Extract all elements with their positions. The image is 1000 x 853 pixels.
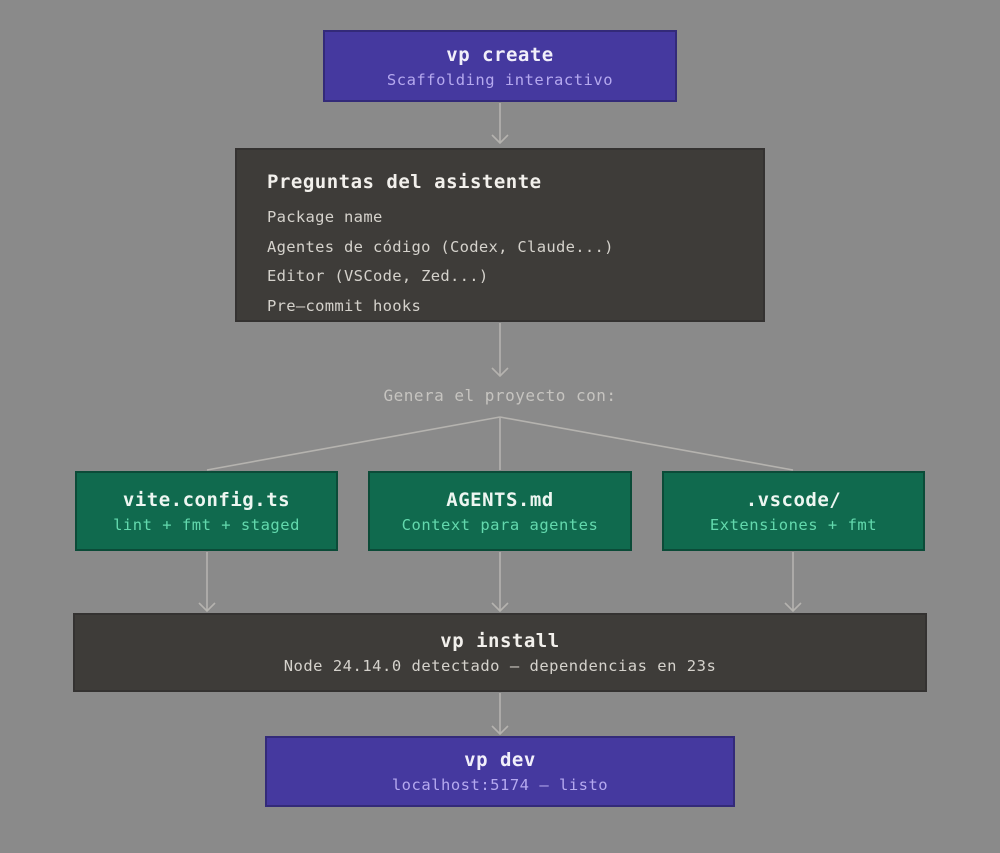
vscode-folder-subtitle: Extensiones + fmt — [709, 515, 878, 534]
arrow-create-to-wizard — [491, 103, 509, 145]
vscode-folder-title: .vscode/ — [745, 488, 842, 511]
vp-install-title: vp install — [440, 630, 560, 652]
vite-config-subtitle: lint + fmt + staged — [113, 515, 300, 534]
agents-md-title: AGENTS.md — [446, 488, 554, 511]
node-vp-dev: vp dev localhost:5174 — listo — [265, 736, 735, 807]
arrow-vscode-to-install — [784, 552, 802, 613]
node-agents-md: AGENTS.md Context para agentes — [368, 471, 632, 551]
generate-project-label: Genera el proyecto con: — [383, 386, 617, 405]
vp-dev-subtitle: localhost:5174 — listo — [391, 776, 609, 794]
agents-md-subtitle: Context para agentes — [401, 515, 599, 534]
arrow-wizard-to-label — [491, 323, 509, 378]
fanout-lines — [206, 416, 794, 471]
node-vscode-folder: .vscode/ Extensiones + fmt — [662, 471, 925, 551]
vp-create-title: vp create — [446, 43, 554, 66]
wizard-title: Preguntas del asistente — [267, 171, 542, 193]
vp-dev-title: vp dev — [464, 749, 536, 771]
wizard-item-code-agents: Agentes de código (Codex, Claude...) — [267, 237, 614, 256]
vp-install-subtitle: Node 24.14.0 detectado — dependencias en… — [283, 657, 717, 675]
node-vp-create: vp create Scaffolding interactivo — [323, 30, 677, 102]
arrow-install-to-dev — [491, 693, 509, 736]
vite-config-title: vite.config.ts — [122, 488, 291, 511]
wizard-item-editor: Editor (VSCode, Zed...) — [267, 267, 489, 285]
wizard-item-package-name: Package name — [267, 208, 383, 226]
arrow-vite-to-install — [198, 552, 216, 613]
node-vp-install: vp install Node 24.14.0 detectado — depe… — [73, 613, 927, 692]
wizard-item-precommit-hooks: Pre—commit hooks — [267, 296, 422, 315]
arrow-agents-to-install — [491, 552, 509, 613]
node-vite-config: vite.config.ts lint + fmt + staged — [75, 471, 338, 551]
node-wizard-questions: Preguntas del asistente Package name Age… — [235, 148, 765, 322]
vp-create-subtitle: Scaffolding interactivo — [386, 70, 614, 89]
